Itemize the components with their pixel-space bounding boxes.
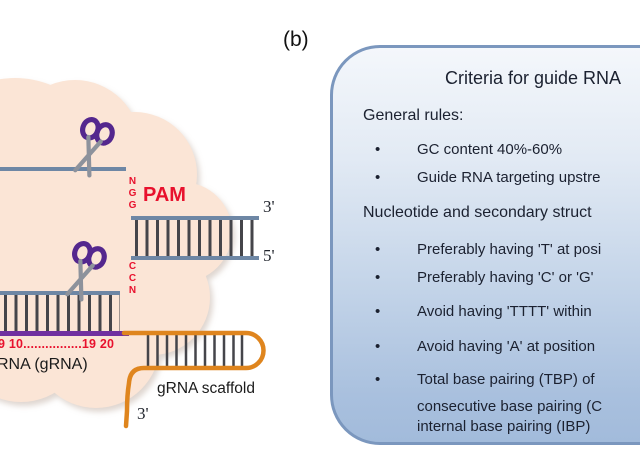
scissors-icon [65,240,107,302]
grna-target-duplex [0,291,120,335]
bullet-tbp-line2: consecutive base pairing (C [417,398,603,415]
scaffold-label: gRNA scaffold [157,380,255,397]
bullet-avoid-a: Avoid having 'A' at position [417,338,596,355]
bullet-dot [375,338,380,356]
guide-rna-label: RNA (gRNA) [0,356,88,373]
five-prime-label: 5' [263,246,275,265]
dna-duplex-right [131,216,259,260]
bullet-dot [375,141,380,159]
criteria-box: Criteria for guide RNA General rules: GC… [330,45,640,445]
bullet-dot [375,169,380,187]
section-heading-general: General rules: [363,107,464,124]
bullet-avoid-tttt: Avoid having 'TTTT' within [417,303,592,320]
three-prime-bottom-label: 3' [137,404,149,423]
bullet-tbp-line1: Total base pairing (TBP) of [417,371,595,388]
bullet-dot [375,269,380,287]
panel-b-label: (b) [283,28,309,51]
bullet-dot [375,303,380,321]
section-heading-nucleotide: Nucleotide and secondary struct [363,204,592,221]
bullet-dot [375,371,380,389]
criteria-box-title: Criteria for guide RNA [445,68,622,88]
bullet-gc-content: GC content 40%-60% [417,141,563,158]
three-prime-top-label: 3' [263,197,275,216]
bullet-t-at-position: Preferably having 'T' at posi [417,241,602,258]
target-dna-top-strand [0,167,126,171]
grna-position-numbers: 9 10................19 20 [0,337,115,351]
pam-motif-ngg: NGG [127,176,138,212]
grna-scaffold-hairpin [121,330,266,429]
guide-rna-strand [0,331,129,336]
bullet-c-or-g: Preferably having 'C' or 'G' [417,269,594,286]
scissors-icon [73,116,115,178]
bullet-targeting-upstream: Guide RNA targeting upstre [417,169,601,186]
complement-motif-ccn: CCN [127,261,138,297]
bullet-dot [375,241,380,259]
bullet-tbp-line3: internal base pairing (IBP) [417,418,591,435]
pam-label: PAM [143,184,186,206]
